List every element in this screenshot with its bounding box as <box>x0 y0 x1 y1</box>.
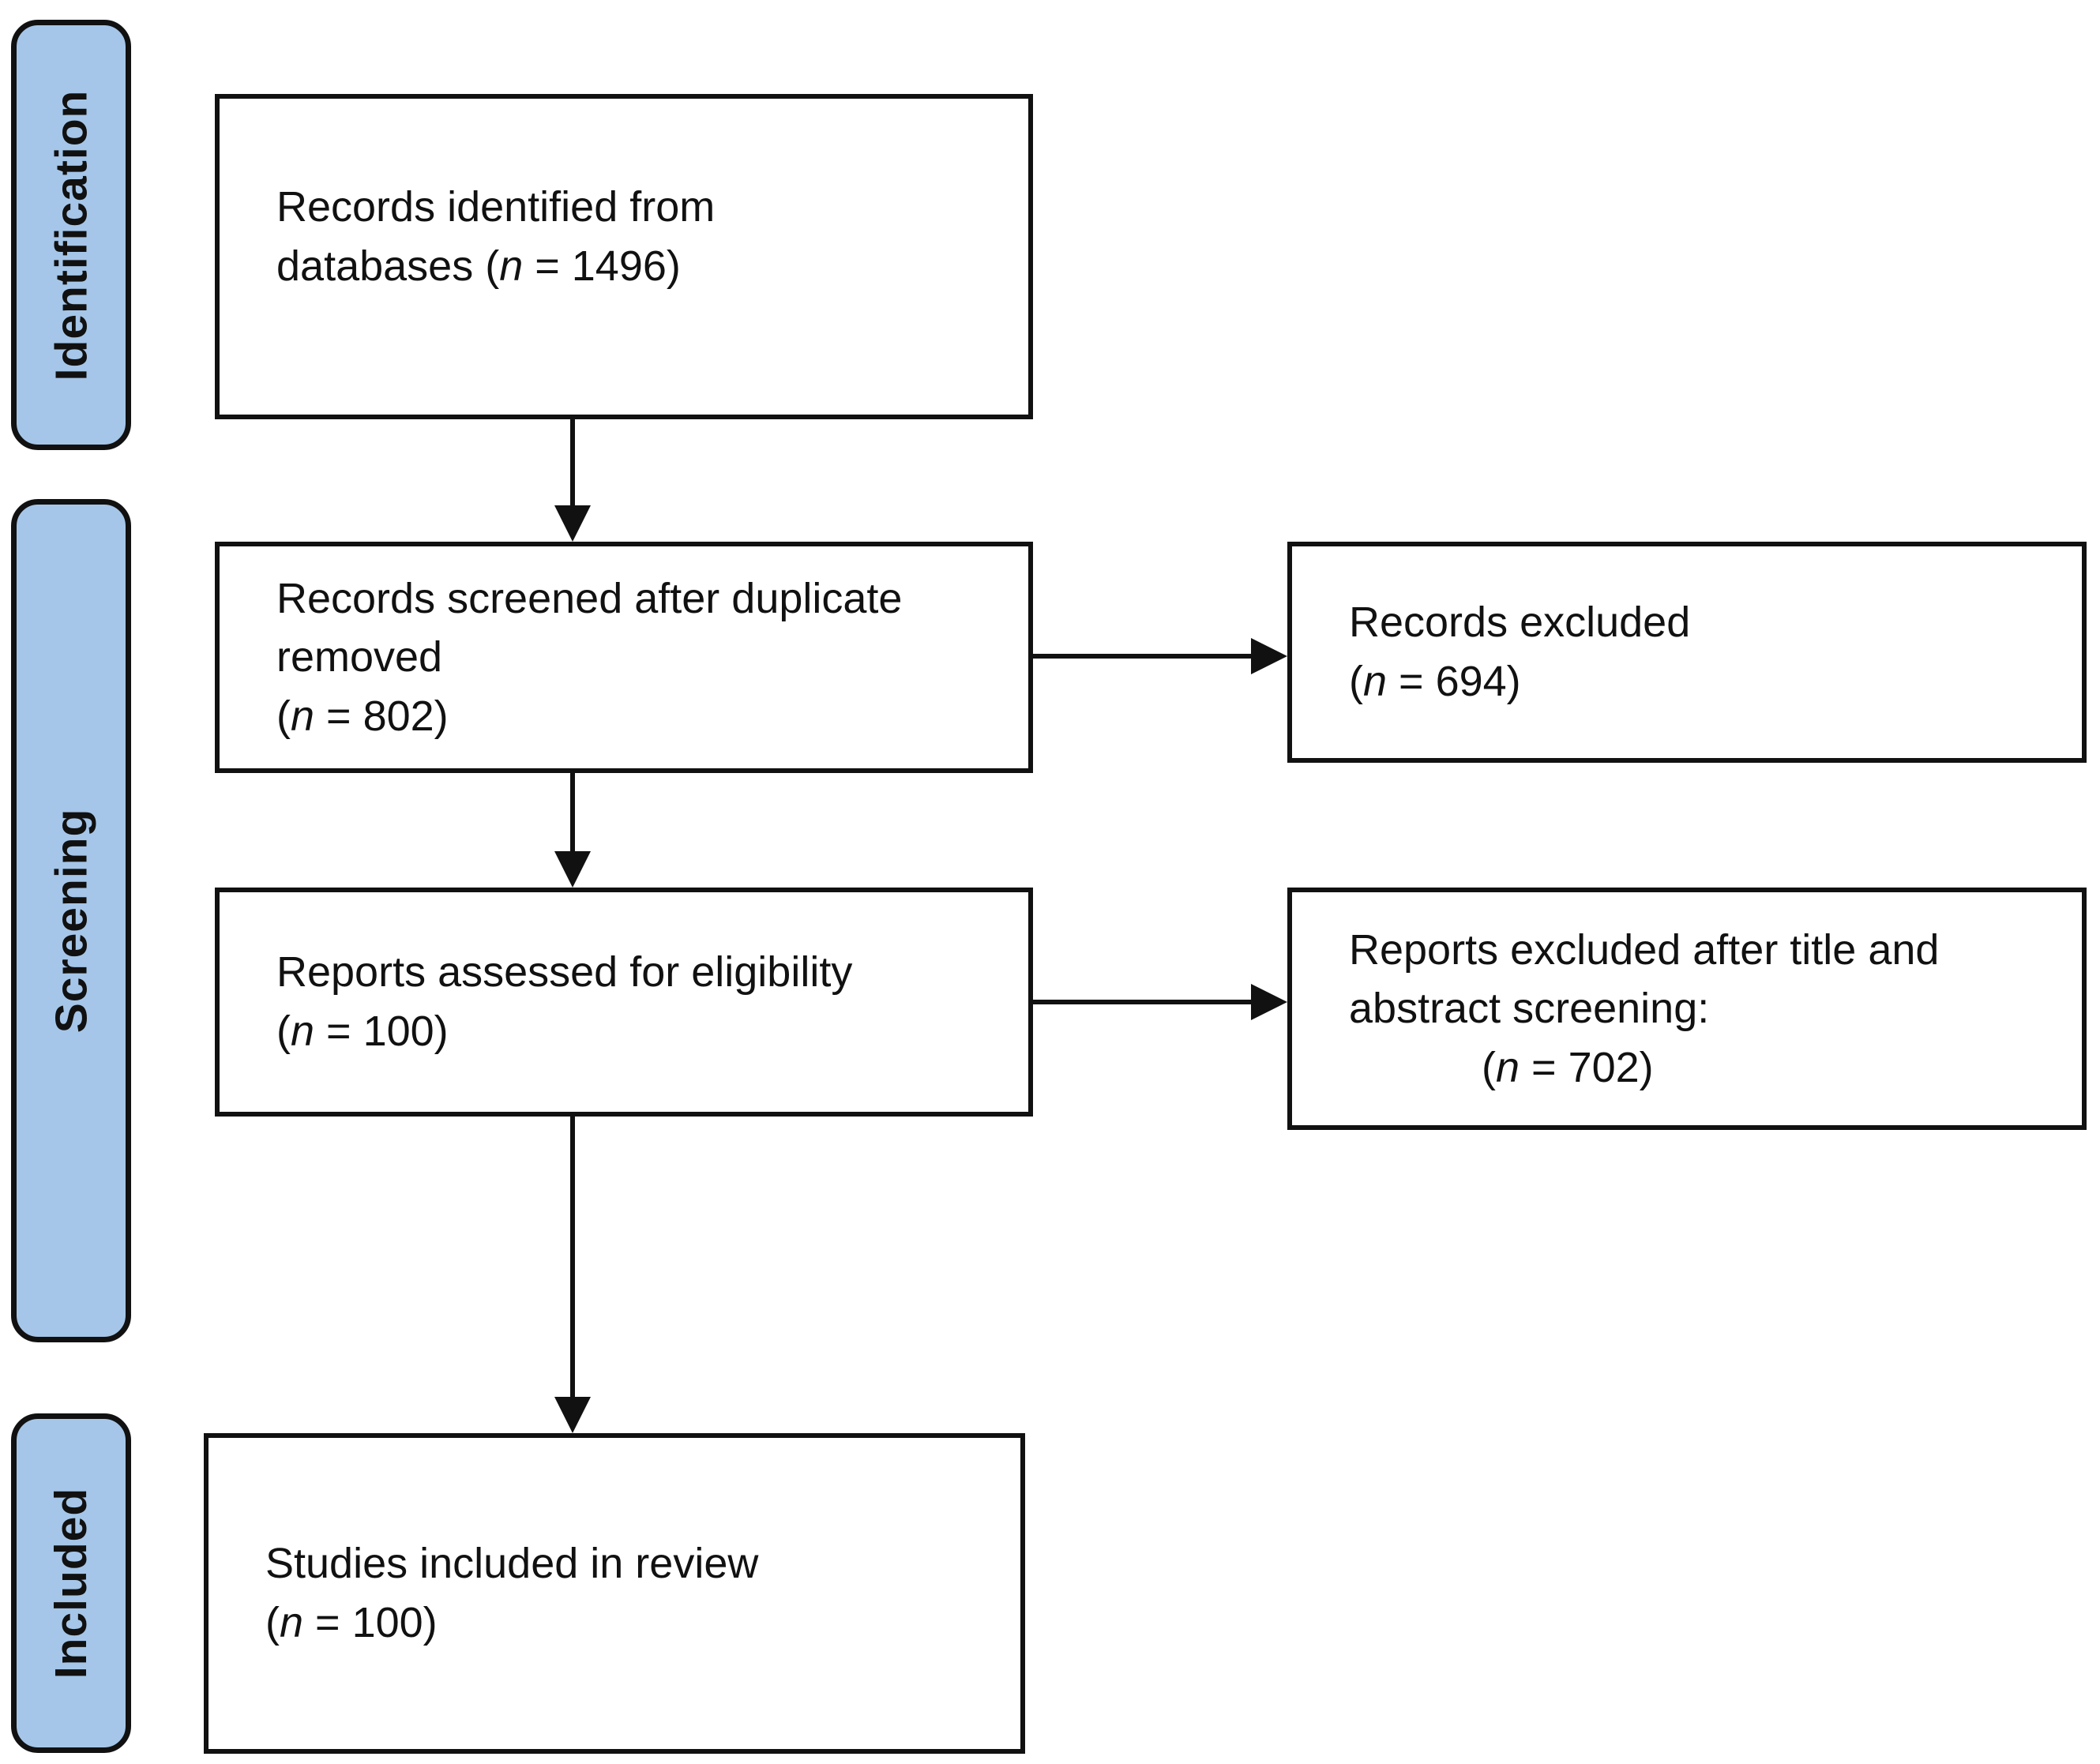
stage-pill-included: Included <box>11 1413 131 1753</box>
arrowhead-right-icon <box>1251 638 1287 674</box>
stage-pill-screening: Screening <box>11 499 131 1342</box>
box-records-excluded-count: (n = 694) <box>1349 658 1521 705</box>
box-studies-included-count: (n = 100) <box>265 1599 438 1646</box>
box-reports-assessed-count: (n = 100) <box>276 1008 449 1055</box>
box-records-excluded: Records excluded (n = 694) <box>1287 542 2087 763</box>
stage-label-screening: Screening <box>46 808 96 1034</box>
arrow-stem <box>570 419 575 508</box>
box-records-identified-line-1: Records identified from <box>276 183 716 231</box>
box-records-screened: Records screened after duplicate removed… <box>215 542 1033 773</box>
arrowhead-right-icon <box>1251 984 1287 1020</box>
box-records-screened-line-1: Records screened after duplicate <box>276 574 903 622</box>
arrow-stem <box>570 1117 575 1401</box>
box-reports-excluded: Reports excluded after title and abstrac… <box>1287 888 2087 1130</box>
box-reports-assessed-line-1: Reports assessed for eligibility <box>276 948 853 996</box>
box-studies-included-line-1: Studies included in review <box>265 1540 759 1588</box>
arrow-stem <box>1033 654 1254 659</box>
stage-label-identification: Identification <box>46 89 97 381</box>
box-reports-assessed: Reports assessed for eligibility (n = 10… <box>215 888 1033 1117</box>
box-records-excluded-line-1: Records excluded <box>1349 599 1691 647</box>
arrow-stem <box>570 773 575 854</box>
stage-label-included: Included <box>46 1487 97 1680</box>
box-records-identified-line-2: databases (n = 1496) <box>276 242 681 290</box>
box-reports-excluded-line-1: Reports excluded after title and <box>1349 925 1940 974</box>
box-records-screened-line-2: removed <box>276 633 443 681</box>
arrowhead-down-icon <box>554 851 591 888</box>
stage-pill-identification: Identification <box>11 20 131 450</box>
box-reports-excluded-line-2: abstract screening: <box>1349 985 1710 1033</box>
box-studies-included: Studies included in review (n = 100) <box>204 1433 1025 1754</box>
box-records-screened-count: (n = 802) <box>276 692 449 740</box>
arrowhead-down-icon <box>554 1397 591 1433</box>
box-reports-excluded-count: (n = 702) <box>1482 1043 1654 1091</box>
box-records-identified: Records identified from databases (n = 1… <box>215 94 1033 419</box>
arrow-stem <box>1033 1000 1254 1004</box>
arrowhead-down-icon <box>554 505 591 542</box>
